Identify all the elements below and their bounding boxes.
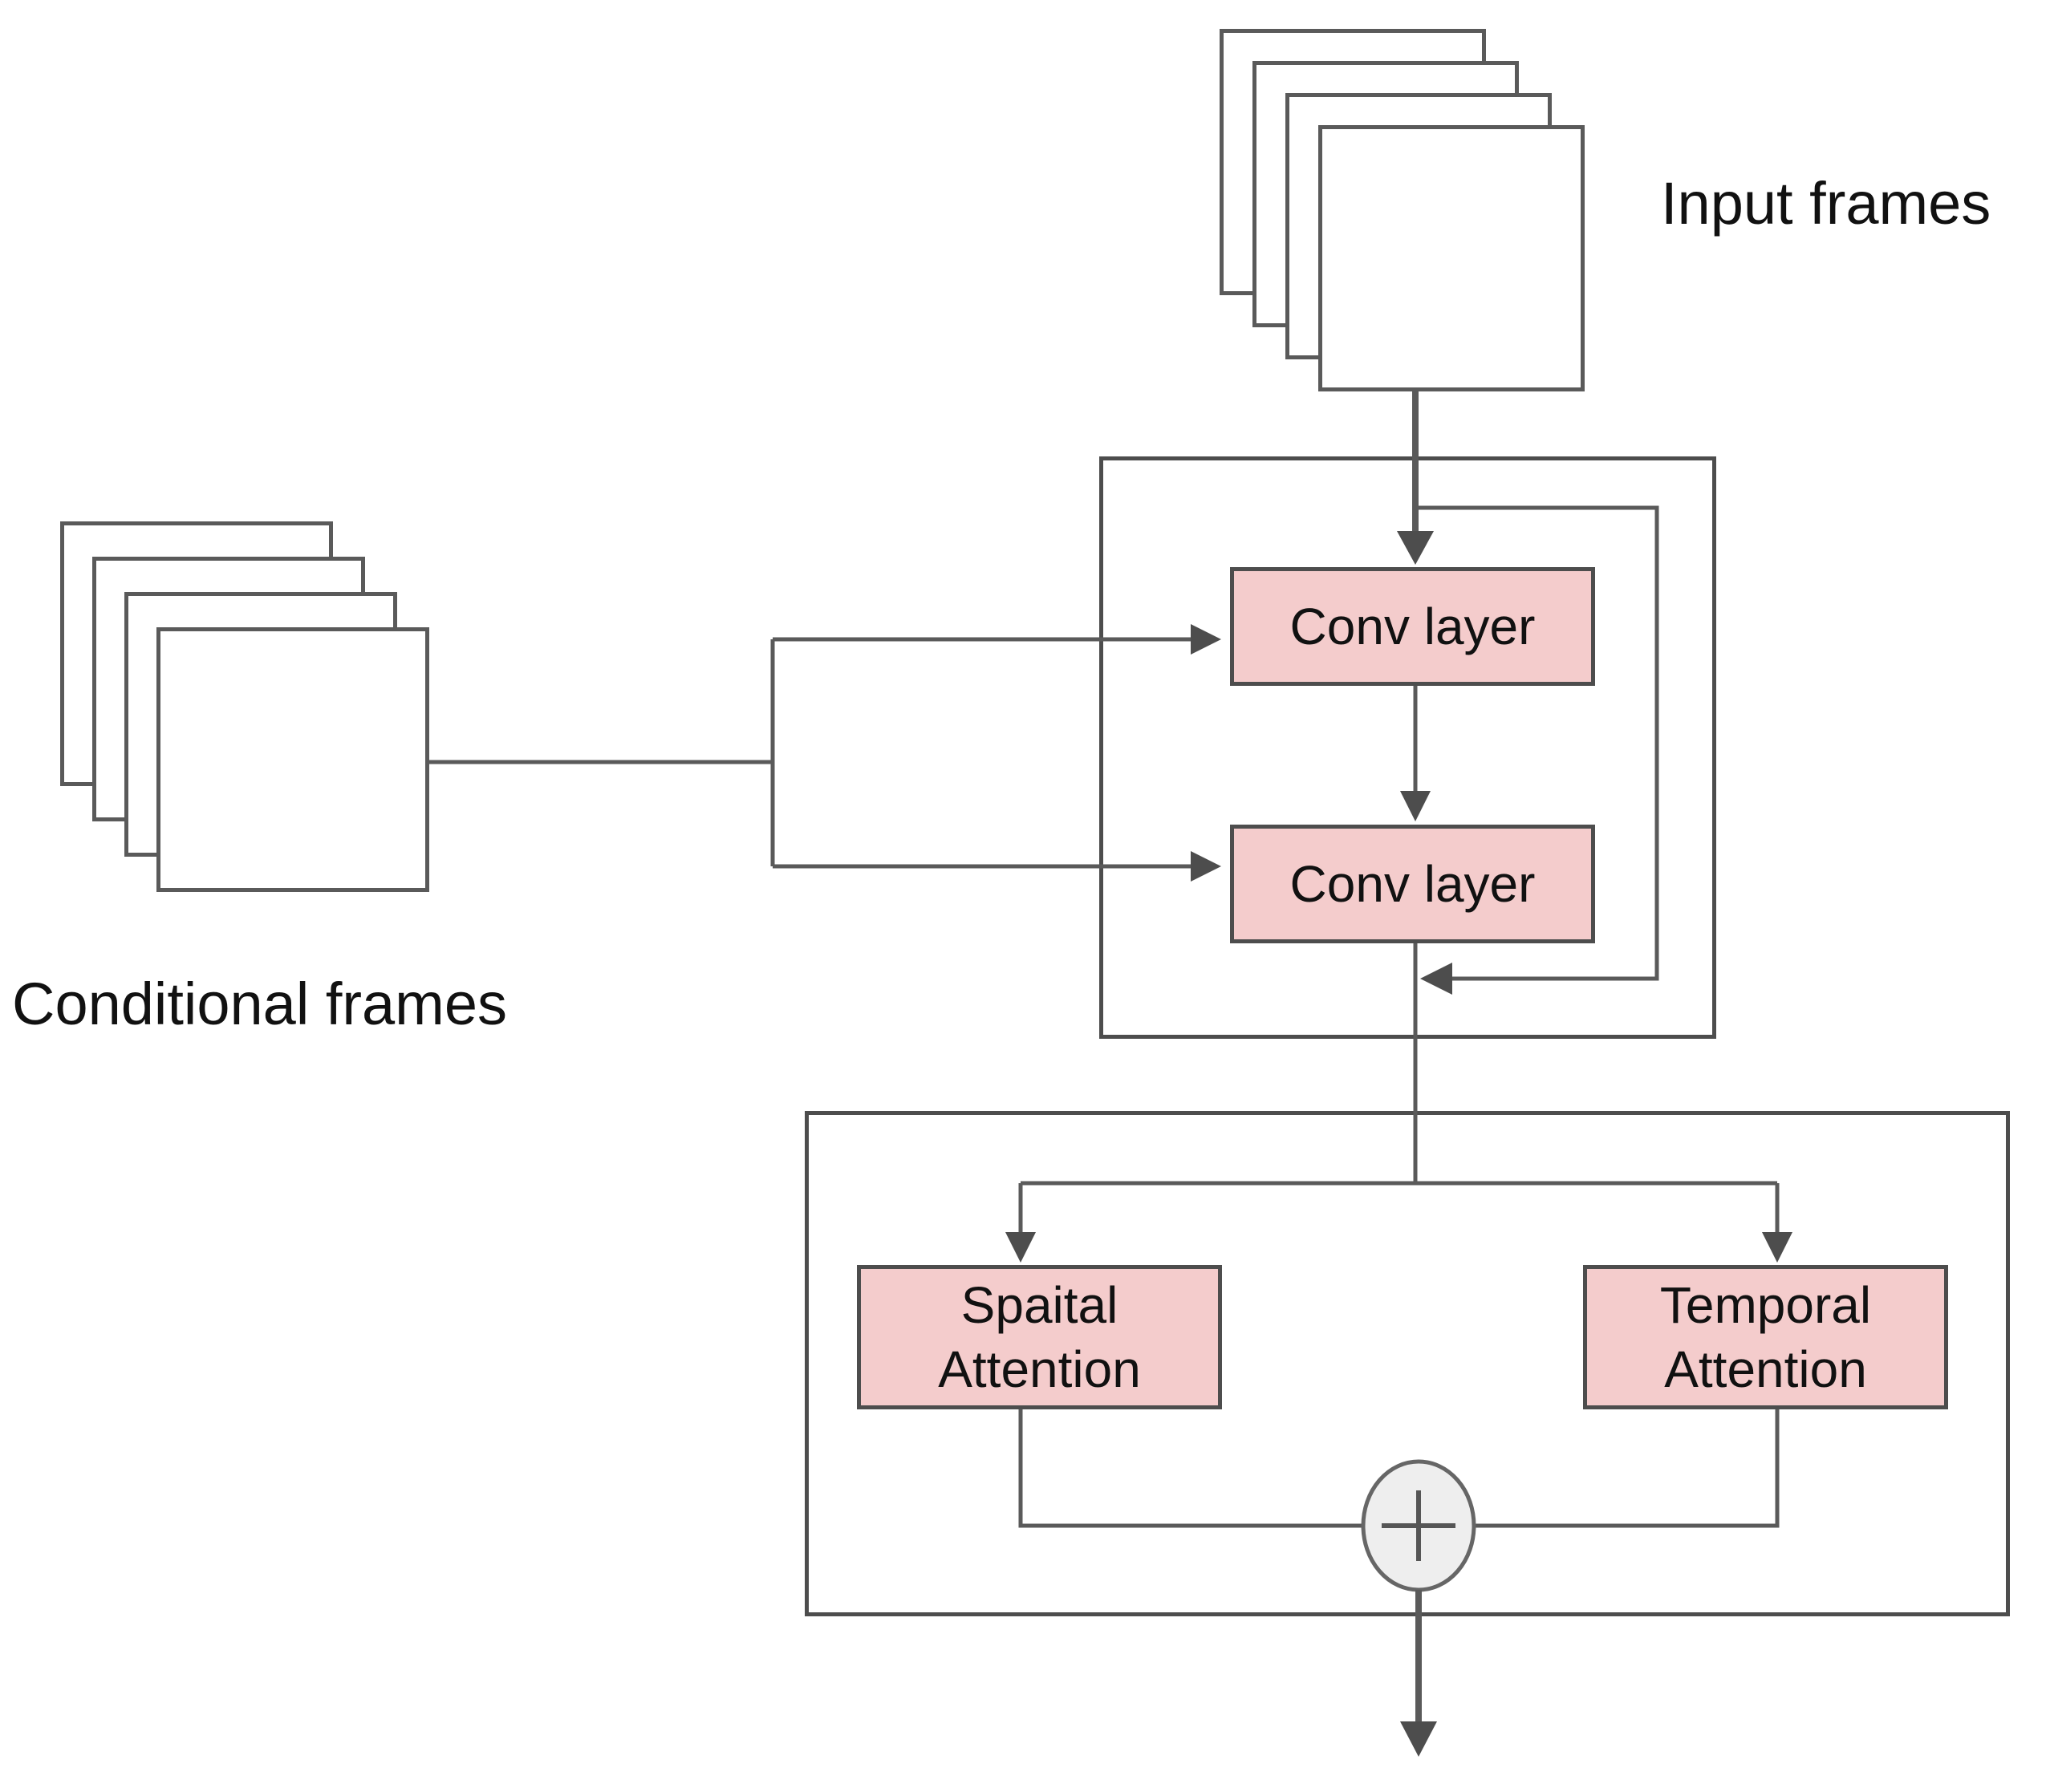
frame-card xyxy=(1318,125,1585,391)
spatial-attention-label-line2: Attention xyxy=(938,1340,1141,1398)
spatial-attention-node: Spaital Attention xyxy=(857,1265,1222,1409)
temporal-attention-label-line2: Attention xyxy=(1664,1340,1867,1398)
temporal-attention-label-line1: Temporal xyxy=(1659,1276,1872,1334)
frame-card xyxy=(156,627,429,892)
conv-layer-2-label: Conv layer xyxy=(1289,855,1536,913)
conditional-frames-label: Conditional frames xyxy=(12,971,507,1037)
conditional-feed-line xyxy=(429,639,775,866)
conv-layer-2-node: Conv layer xyxy=(1230,825,1595,943)
temporal-attention-node: Temporal Attention xyxy=(1583,1265,1948,1409)
input-frames-label: Input frames xyxy=(1661,170,1991,237)
spatial-attention-label-line1: Spaital xyxy=(960,1276,1118,1334)
conv-layer-1-node: Conv layer xyxy=(1230,567,1595,686)
conv-layer-1-label: Conv layer xyxy=(1289,598,1536,655)
arrowhead-down-icon xyxy=(1400,1721,1437,1757)
conv-block-container xyxy=(1099,456,1716,1039)
